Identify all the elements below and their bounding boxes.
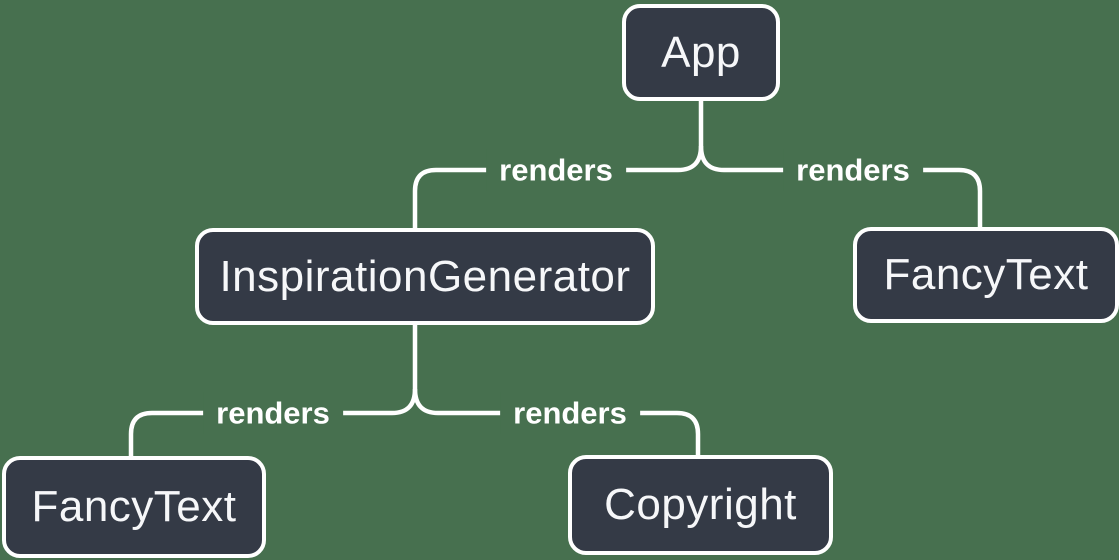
- node-app: App: [622, 4, 780, 101]
- node-copyright-label: Copyright: [604, 480, 797, 529]
- node-fancy-text-bottom: FancyText: [2, 456, 266, 558]
- node-app-label: App: [661, 27, 741, 77]
- edge-label-renders-2: renders: [783, 148, 923, 192]
- node-fancy-text-bottom-label: FancyText: [31, 482, 237, 531]
- edge-inspirationgenerator-to-copyright: [412, 388, 701, 456]
- node-inspiration-generator: InspirationGenerator: [195, 228, 655, 325]
- node-fancy-text-top-label: FancyText: [883, 250, 1089, 299]
- node-inspiration-generator-label: InspirationGenerator: [219, 251, 631, 301]
- node-copyright: Copyright: [568, 455, 833, 555]
- edge-label-renders-3: renders: [203, 391, 343, 435]
- edge-label-renders-1: renders: [486, 148, 626, 192]
- edge-label-renders-4: renders: [500, 391, 640, 435]
- edge-app-to-inspirationgenerator: [412, 145, 704, 229]
- node-fancy-text-top: FancyText: [853, 227, 1119, 323]
- edge-inspirationgenerator-to-fancytext: [128, 388, 418, 457]
- edge-app-to-fancytext: [698, 145, 983, 229]
